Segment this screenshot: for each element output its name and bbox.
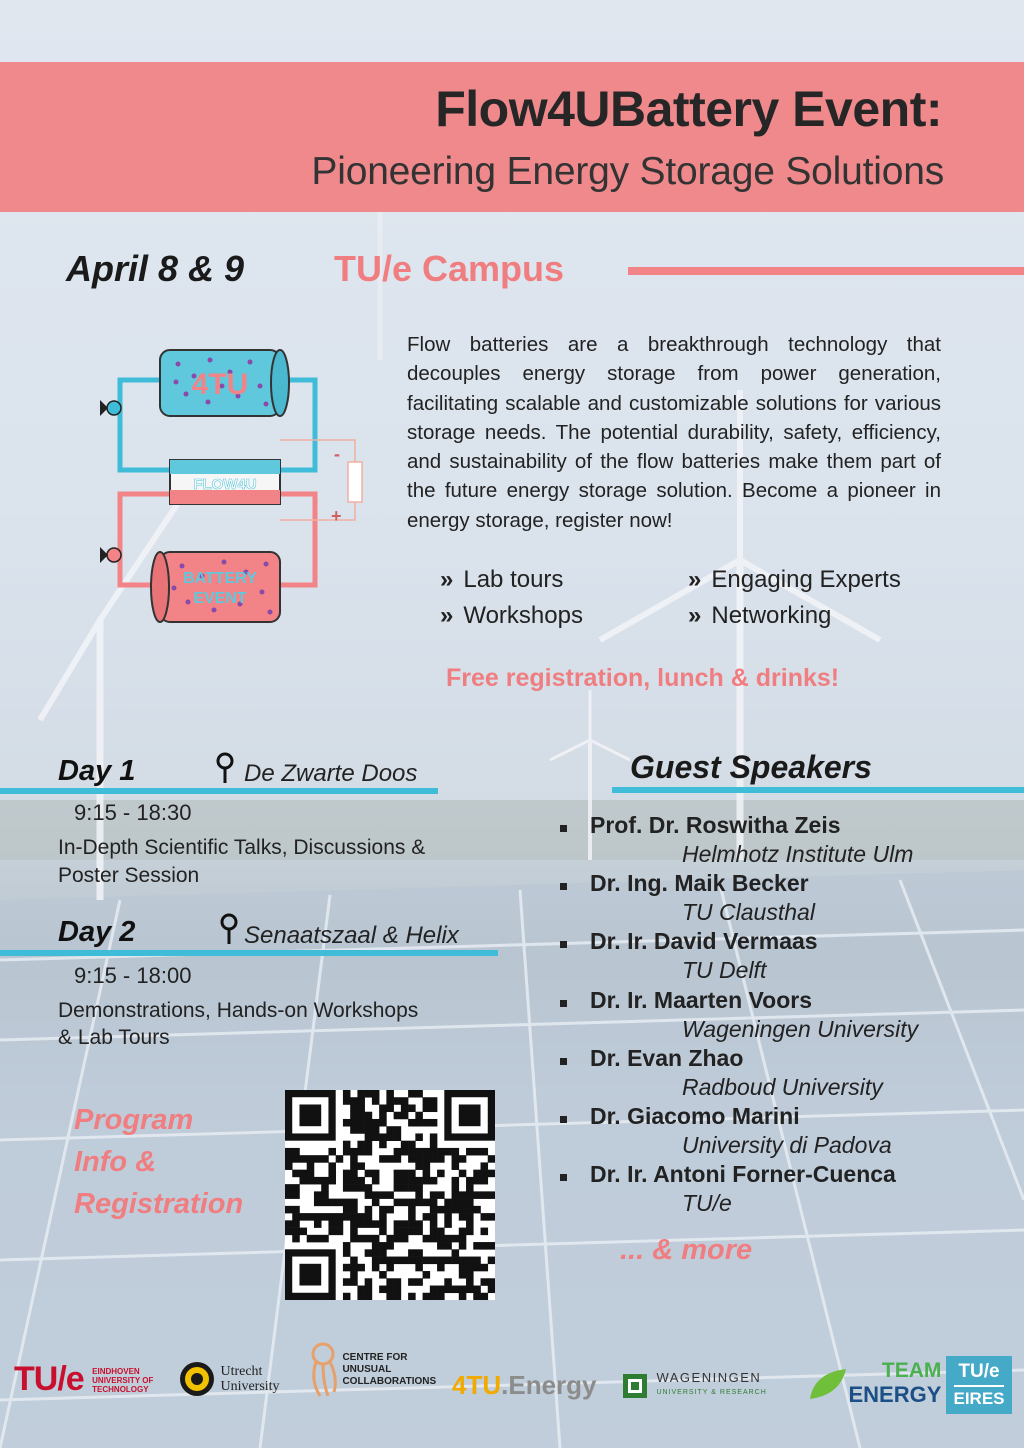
speaker-bullet bbox=[560, 883, 567, 891]
venue-divider bbox=[628, 267, 1024, 275]
speaker-name: Dr. Ing. Maik Becker bbox=[590, 870, 809, 897]
registration-qr-code[interactable] bbox=[285, 1090, 496, 1301]
flow-battery-diagram: 4TU FLOW4U - + BATTERY EVENT bbox=[100, 349, 363, 623]
program-line1: Program bbox=[74, 1104, 194, 1136]
speaker-name: Prof. Dr. Roswitha Zeis bbox=[590, 812, 841, 838]
svg-text:FLOW4U: FLOW4U bbox=[193, 476, 256, 493]
day2-desc-line1: Demonstrations, Hands-on Workshops bbox=[58, 999, 419, 1022]
feature-lab-tours: »Lab tours bbox=[440, 566, 564, 593]
program-line3: Registration bbox=[74, 1188, 244, 1220]
day1-location: De Zwarte Doos bbox=[244, 760, 418, 787]
event-description: Flow batteries are a breakthrough techno… bbox=[407, 333, 941, 532]
feature-workshops: »Workshops bbox=[440, 602, 583, 629]
feature-networking: »Networking bbox=[688, 602, 832, 629]
speaker-name: Dr. Evan Zhao bbox=[590, 1044, 744, 1071]
svg-text:4TU: 4TU bbox=[192, 368, 249, 401]
program-line2: Info & bbox=[74, 1146, 157, 1178]
utrecht-seal-icon bbox=[180, 1362, 214, 1396]
event-title: Flow4UBattery Event: bbox=[435, 81, 942, 137]
wur-mark-icon bbox=[623, 1373, 647, 1398]
feature-engaging-experts: »Engaging Experts bbox=[688, 566, 901, 593]
speaker-affiliation: Helmhotz Institute Ulm bbox=[682, 841, 914, 867]
free-registration-note: Free registration, lunch & drinks! bbox=[446, 664, 840, 692]
location-pin-icon bbox=[216, 752, 234, 783]
speaker-bullet bbox=[560, 999, 567, 1007]
speaker-affiliation: TU/e bbox=[682, 1190, 732, 1217]
event-venue: TU/e Campus bbox=[334, 248, 565, 289]
speaker-name: Dr. Ir. David Vermaas bbox=[590, 928, 818, 955]
location-pin-icon bbox=[220, 913, 238, 944]
more-speakers: ... & more bbox=[620, 1234, 753, 1266]
speaker-affiliation: TU Clausthal bbox=[682, 899, 815, 926]
speaker-bullet bbox=[560, 941, 567, 949]
leaf-icon bbox=[810, 1368, 846, 1399]
day2-title: Day 2 bbox=[58, 916, 136, 948]
svg-text:-: - bbox=[334, 444, 340, 464]
svg-text:+: + bbox=[331, 506, 342, 526]
speaker-name: Dr. Ir. Antoni Forner-Cuenca bbox=[590, 1161, 896, 1188]
svg-text:EVENT: EVENT bbox=[193, 590, 247, 607]
speaker-bullet bbox=[560, 1057, 567, 1065]
speaker-affiliation: TU Delft bbox=[682, 957, 767, 984]
day2-desc-line2: & Lab Tours bbox=[58, 1026, 170, 1049]
speaker-bullet bbox=[560, 825, 567, 832]
speaker-affiliation: University di Padova bbox=[682, 1132, 892, 1158]
day1-divider bbox=[0, 788, 438, 794]
pump-icon bbox=[106, 547, 122, 563]
day1-time: 9:15 - 18:30 bbox=[74, 800, 192, 825]
team-energy-logo: TEAM ENERGY bbox=[806, 1360, 941, 1409]
day1-desc-line2: Poster Session bbox=[58, 864, 200, 887]
guest-speakers-title: Guest Speakers bbox=[630, 749, 872, 785]
4tu-energy-logo: 4TU.Energy bbox=[452, 1370, 597, 1400]
pump-icon bbox=[106, 400, 122, 416]
day2-divider bbox=[0, 950, 498, 956]
octopus-icon bbox=[311, 1342, 337, 1397]
day1-title: Day 1 bbox=[58, 755, 136, 787]
event-subtitle: Pioneering Energy Storage Solutions bbox=[311, 150, 944, 193]
title-banner bbox=[0, 62, 1024, 212]
day2-location: Senaatszaal & Helix bbox=[244, 922, 459, 949]
svg-text:BATTERY: BATTERY bbox=[183, 570, 257, 587]
day2-time: 9:15 - 18:00 bbox=[74, 963, 192, 988]
speaker-affiliation: Wageningen University bbox=[682, 1015, 919, 1042]
guest-speakers-divider bbox=[612, 787, 1024, 793]
tue-eires-logo: TU/e EIRES bbox=[946, 1356, 1012, 1414]
speaker-bullet bbox=[560, 1174, 567, 1182]
day1-desc-line1: In-Depth Scientific Talks, Discussions & bbox=[58, 836, 426, 859]
event-date: April 8 & 9 bbox=[66, 248, 245, 289]
speaker-name: Dr. Ir. Maarten Voors bbox=[590, 986, 812, 1013]
speaker-affiliation: Radboud University bbox=[682, 1073, 883, 1100]
speaker-bullet bbox=[560, 1116, 567, 1123]
speaker-name: Dr. Giacomo Marini bbox=[590, 1103, 800, 1129]
wageningen-logo: WAGENINGEN UNIVERSITY & RESEARCH bbox=[622, 1371, 767, 1399]
